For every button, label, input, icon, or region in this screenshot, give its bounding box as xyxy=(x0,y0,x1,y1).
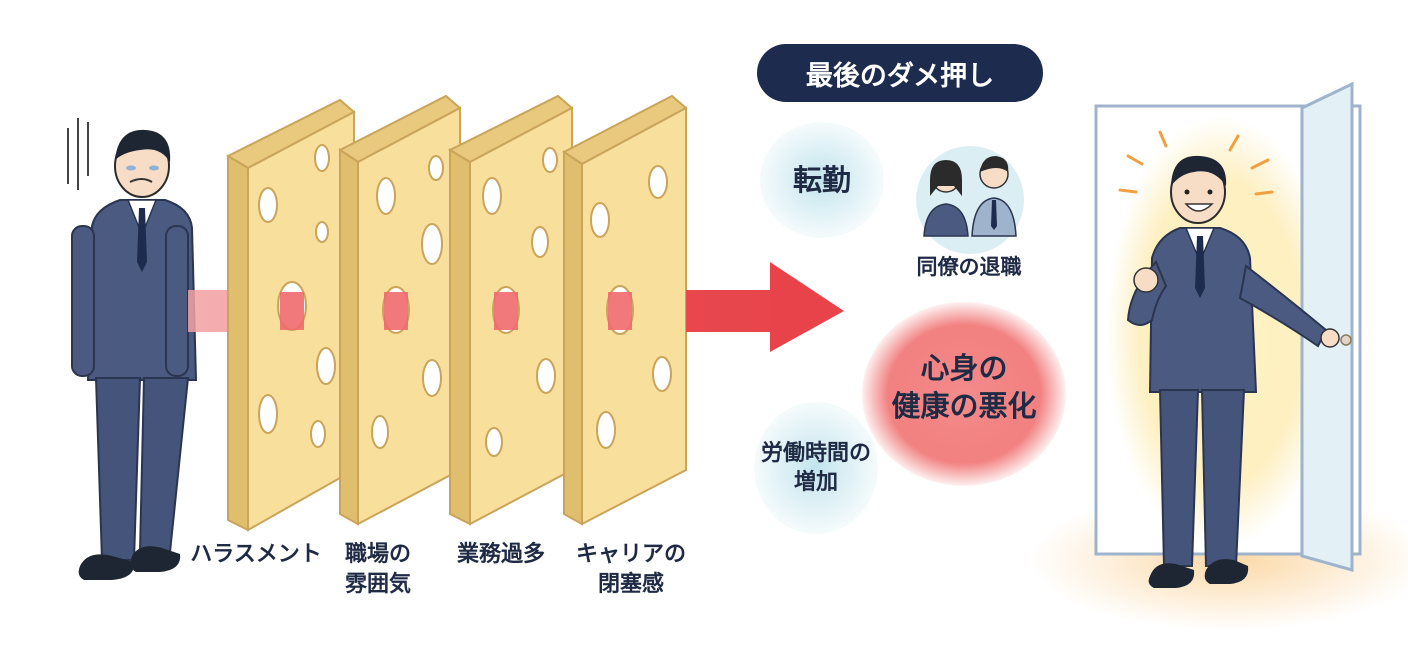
layer-label-harassment: ハラスメント xyxy=(186,540,326,570)
final-push-badge: 最後のダメ押し xyxy=(757,44,1043,102)
layer-label-atmosphere: 職場の 雰囲気 xyxy=(318,540,438,599)
layer-label-line: 雰囲気 xyxy=(344,571,411,597)
layer-label-line: 閉塞感 xyxy=(597,571,664,597)
hours-line: 増加 xyxy=(793,469,838,495)
hours-label: 労働時間の 増加 xyxy=(728,440,904,497)
final-push-label: 最後のダメ押し xyxy=(805,60,995,92)
layer-label-line: キャリアの xyxy=(575,542,686,567)
hours-blob xyxy=(754,402,878,534)
transfer-label: 転勤 xyxy=(772,162,872,200)
transfer-blob xyxy=(760,122,884,238)
layer-label-line: ハラスメント xyxy=(190,542,322,567)
health-line: 健康の悪化 xyxy=(891,388,1037,423)
happy-businessman-icon xyxy=(1126,155,1340,588)
coworker-leaving-text: 同僚の退職 xyxy=(916,255,1022,279)
sparkle-lines xyxy=(1118,130,1274,196)
transfer-text: 転勤 xyxy=(792,163,851,197)
layer-label-career: キャリアの 閉塞感 xyxy=(556,540,706,599)
coworkers-icon xyxy=(916,146,1024,254)
cheese-slice-2 xyxy=(338,94,462,526)
cheese-slice-4 xyxy=(562,94,688,526)
health-line: 心身の xyxy=(920,351,1008,385)
layer-label-line: 職場の xyxy=(344,542,411,567)
cheese-slice-3 xyxy=(447,94,574,526)
hours-line: 労働時間の xyxy=(760,441,871,466)
layer-label-line: 業務過多 xyxy=(456,542,545,567)
layer-label-overwork: 業務過多 xyxy=(436,540,566,570)
health-blob xyxy=(862,302,1066,486)
coworker-leaving-label: 同僚の退職 xyxy=(884,254,1054,281)
sad-businessman-icon xyxy=(67,118,198,580)
health-label: 心身の 健康の悪化 xyxy=(864,350,1064,425)
